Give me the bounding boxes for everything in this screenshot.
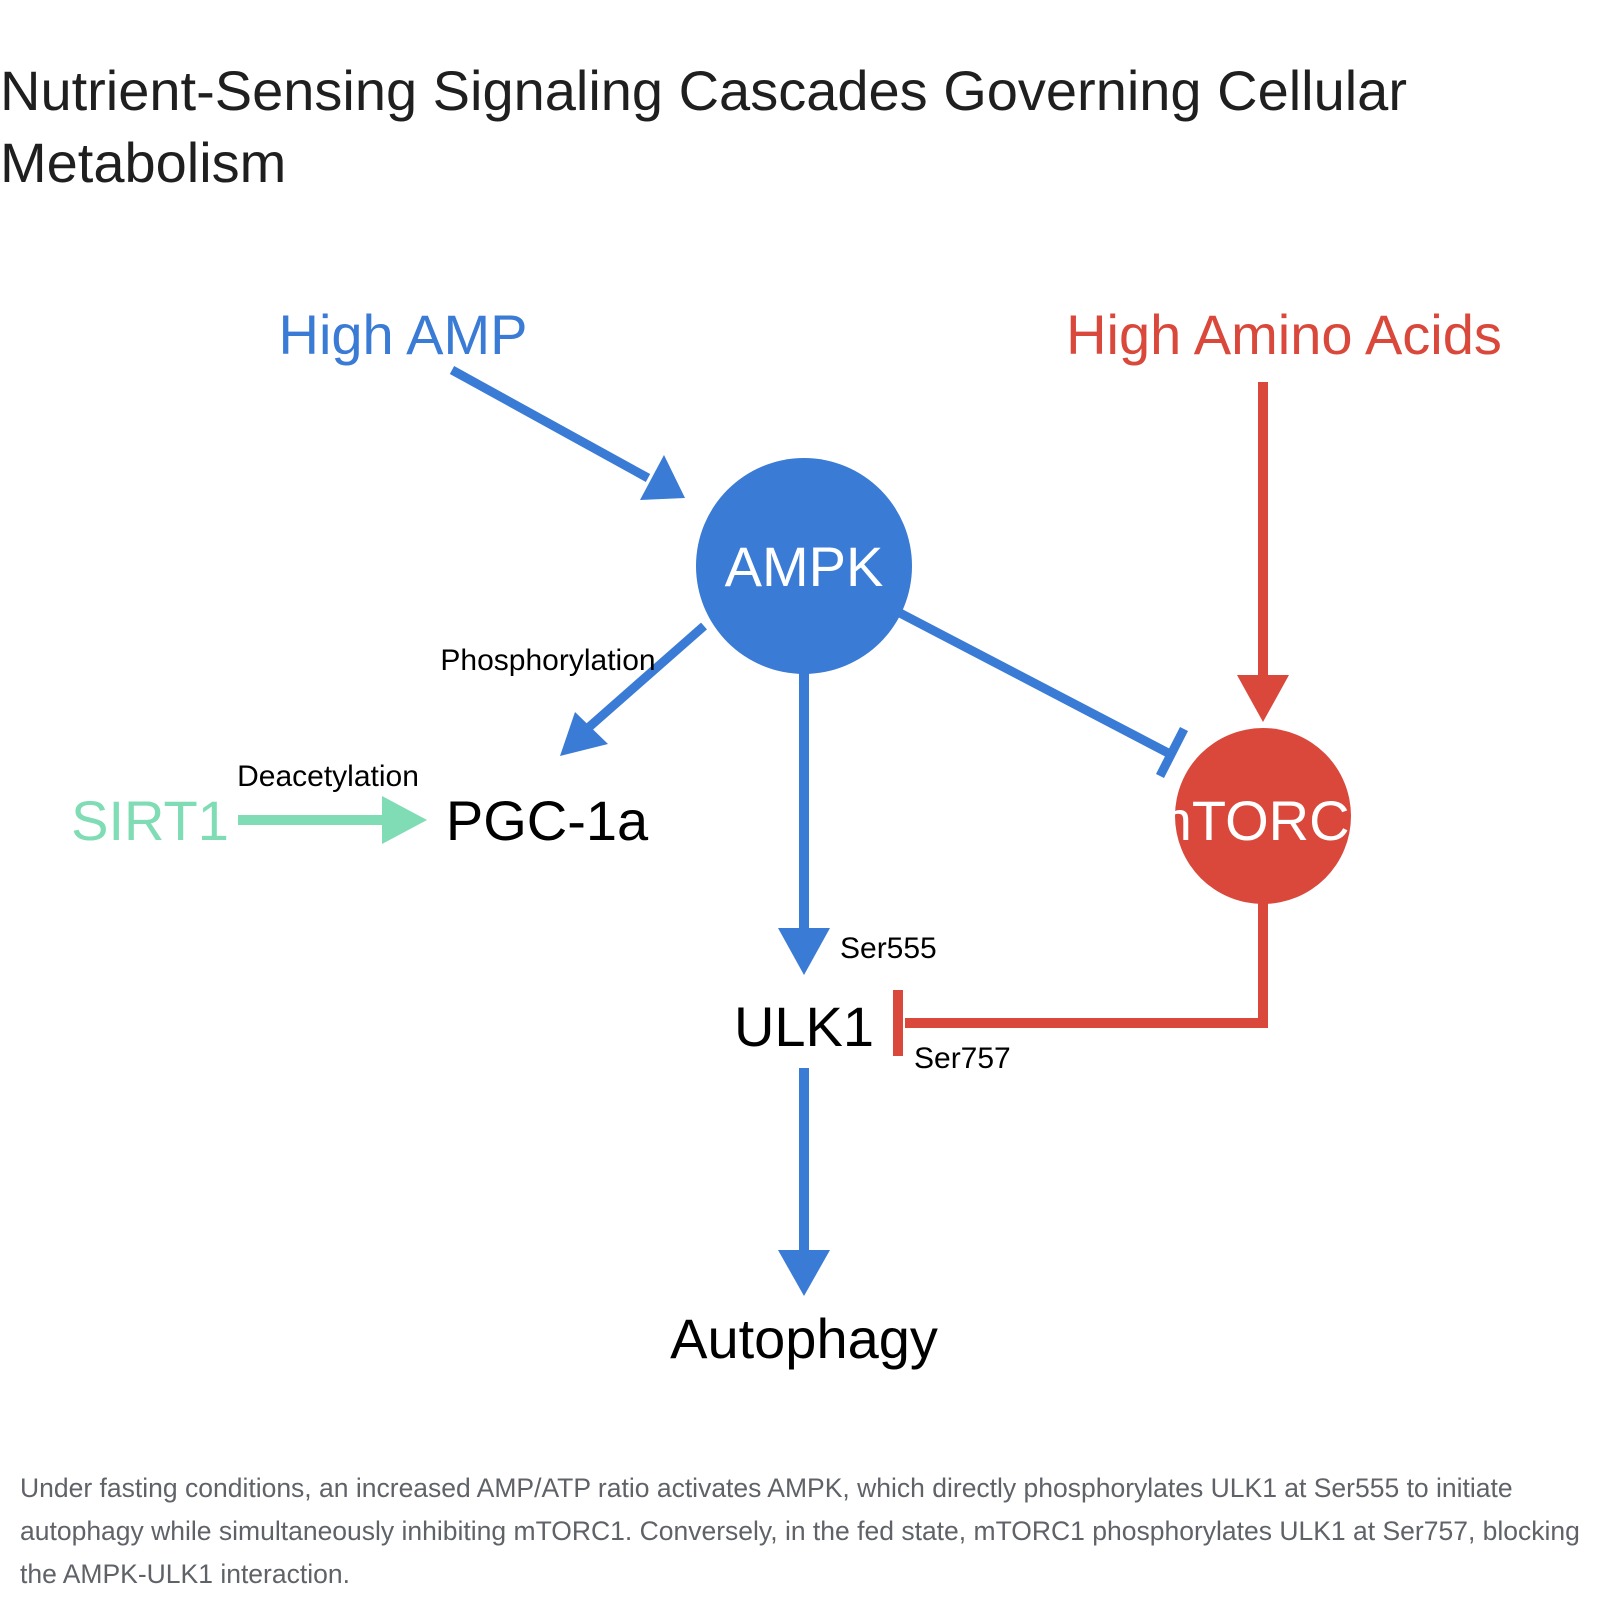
high-amino-acids-label: High Amino Acids [1066,303,1502,366]
edge-sirt1-to-pgc1a [238,796,427,844]
figure-caption: Under fasting conditions, an increased A… [20,1473,1580,1589]
high-amp-label: High AMP [279,303,528,366]
autophagy-label: Autophagy [670,1307,938,1370]
edge-high-amp-to-ampk [449,366,685,500]
page-title: Nutrient-Sensing Signaling Cascades Gove… [0,59,1407,194]
ser555-label: Ser555 [840,932,937,965]
edge-ampk-to-ulk1 [778,650,830,975]
ampk-label: AMPK [725,535,884,598]
ampk-node [696,458,912,674]
mtorc1-node [1175,728,1351,904]
edge-amino-acids-to-mtorc1 [1237,382,1289,722]
deacetylation-label: Deacetylation [237,760,419,793]
pgc1a-label: PGC-1a [446,789,649,852]
edge-mtorc1-inhibits-ulk1 [893,900,1268,1056]
edge-ampk-inhibits-mtorc1 [895,608,1189,779]
mtorc1-label: mTORC1 [1145,789,1380,852]
ser757-label: Ser757 [914,1042,1011,1075]
sirt1-label: SIRT1 [71,789,229,852]
edge-ulk1-to-autophagy [778,1068,830,1296]
ulk1-label: ULK1 [734,995,874,1058]
phosphorylation-label: Phosphorylation [440,644,655,677]
edge-ampk-to-pgc1a [560,622,707,756]
